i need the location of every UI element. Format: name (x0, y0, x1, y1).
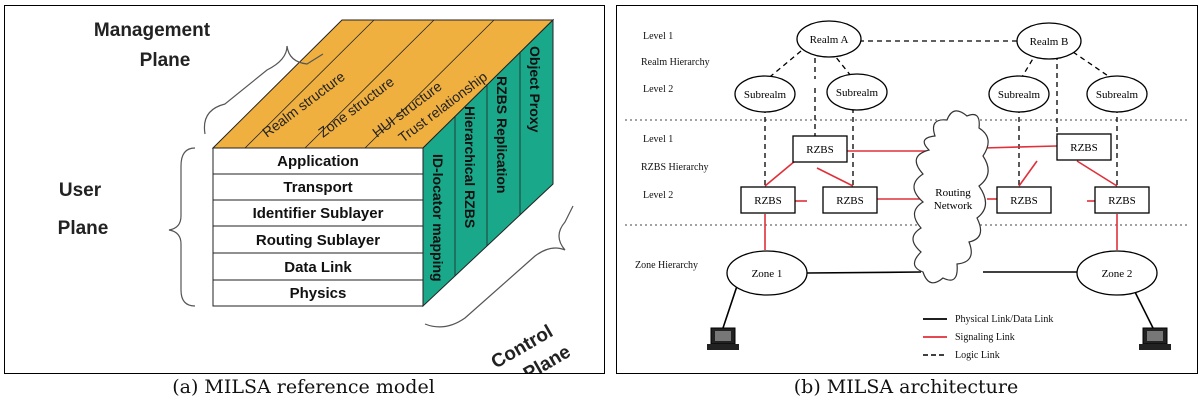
ctrl-id-locator-mapping: ID-locator mapping (430, 154, 446, 282)
realm-a-node (796, 20, 862, 58)
signaling-links (764, 145, 1118, 250)
control-brace (424, 205, 574, 328)
layer-physics: Physics (290, 285, 347, 302)
reference-model-panel: Application Transport Identifier Sublaye… (4, 5, 605, 374)
realm-b-label: Realm B (1030, 36, 1069, 48)
zone-hierarchy-label: Zone Hierarchy (635, 260, 698, 271)
subrealm-2-label: Subrealm (836, 87, 879, 99)
realm-a-label: Realm A (810, 34, 849, 46)
legend: Physical Link/Data Link Signaling Link L… (923, 314, 1053, 361)
rzbs-top-right-box (1056, 133, 1112, 161)
rzbs-top-right-label: RZBS (1070, 142, 1098, 154)
rzbs-level-2-label: Level 2 (643, 190, 673, 201)
ctrl-object-proxy: Object Proxy (527, 46, 543, 133)
layer-transport: Transport (283, 179, 352, 196)
user-plane-label-1: User (59, 180, 102, 201)
zone-2-node (1076, 250, 1158, 296)
legend-physical-link: Physical Link/Data Link (955, 314, 1053, 325)
routing-network-cloud (912, 110, 989, 284)
management-brace (203, 45, 324, 135)
subrealm-3-label: Subrealm (998, 89, 1041, 101)
rzbs-top-left-label: RZBS (806, 144, 834, 156)
layer-identifier-sublayer: Identifier Sublayer (253, 205, 384, 222)
subrealm-4-node (1086, 75, 1148, 113)
ctrl-rzbs-replication: RZBS Replication (494, 76, 510, 193)
layer-application: Application (277, 153, 359, 170)
architecture-panel: Realm A Realm B Subrealm Subrealm Subrea… (616, 5, 1198, 374)
management-plane-label-1: Management (94, 20, 211, 41)
rzbs-bottom-2-box (822, 186, 878, 214)
subrealm-2-node (826, 73, 888, 111)
architecture-diagram: Realm A Realm B Subrealm Subrealm Subrea… (625, 20, 1189, 361)
realm-hierarchy-label: Realm Hierarchy (641, 57, 710, 68)
caption-a: (a) MILSA reference model (172, 376, 435, 398)
layer-routing-sublayer: Routing Sublayer (256, 232, 380, 249)
layer-data-link: Data Link (284, 259, 352, 276)
subrealm-1-label: Subrealm (744, 89, 787, 101)
layer-stack (212, 147, 424, 307)
realm-b-node (1016, 22, 1082, 60)
rzbs-bottom-3-label: RZBS (1010, 195, 1038, 207)
rzbs-bottom-4-label: RZBS (1108, 195, 1136, 207)
rzbs-bottom-4-box (1094, 186, 1150, 214)
reference-model-diagram: Application Transport Identifier Sublaye… (58, 18, 574, 373)
rzbs-bottom-2-label: RZBS (836, 195, 864, 207)
rzbs-bottom-1-label: RZBS (754, 195, 782, 207)
rzbs-level-1-label: Level 1 (643, 134, 673, 145)
subrealm-3-node (988, 75, 1050, 113)
rzbs-bottom-1-box (740, 186, 796, 214)
zone-1-node (726, 250, 808, 296)
realm-level-1-label: Level 1 (643, 31, 673, 42)
zone-1-label: Zone 1 (752, 268, 783, 280)
user-plane-label-2: Plane (58, 218, 109, 239)
routing-network-label-2: Network (934, 200, 973, 212)
computer-icon-left (707, 327, 739, 350)
computer-icon-right (1139, 327, 1171, 350)
subrealm-4-label: Subrealm (1096, 89, 1139, 101)
routing-network-label-1: Routing (935, 187, 971, 199)
legend-signaling-link: Signaling Link (955, 332, 1015, 343)
subrealm-1-node (734, 75, 796, 113)
management-plane-label-2: Plane (140, 50, 191, 71)
rzbs-bottom-3-box (996, 186, 1052, 214)
legend-logic-link: Logic Link (955, 350, 1000, 361)
zone-2-label: Zone 2 (1102, 268, 1133, 280)
realm-level-2-label: Level 2 (643, 84, 673, 95)
user-brace (168, 147, 196, 307)
caption-b: (b) MILSA architecture (793, 376, 1019, 398)
rzbs-hierarchy-label: RZBS Hierarchy (641, 162, 709, 173)
rzbs-top-left-box (792, 135, 848, 163)
physical-links (722, 271, 1154, 329)
ctrl-hierarchical-rzbs: Hierarchical RZBS (462, 106, 478, 228)
